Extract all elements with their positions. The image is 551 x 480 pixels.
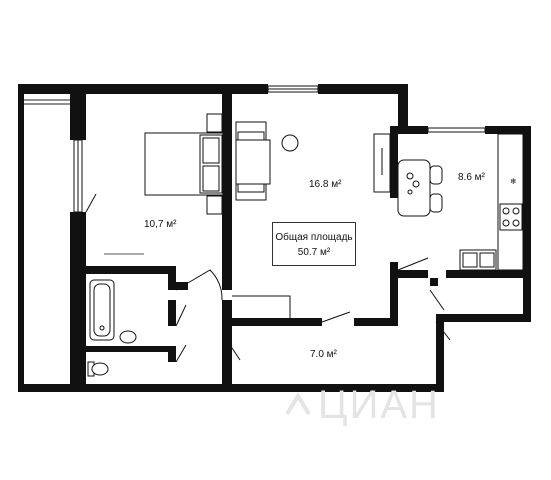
living-area-label: 16.8 м²: [309, 179, 342, 190]
bed: [144, 113, 224, 215]
total-area-value: 50.7 м²: [297, 247, 331, 258]
svg-text:❄: ❄: [510, 177, 517, 186]
bathtub: [89, 279, 137, 344]
total-area-title: Общая площадь: [275, 232, 353, 243]
balcony-railing: [24, 99, 70, 105]
dining-table: [397, 159, 443, 217]
doors: [85, 193, 451, 363]
tv-stand: [373, 133, 391, 193]
walls: [18, 84, 531, 392]
armchair: [235, 121, 299, 201]
total-area-box: Общая площадь 50.7 м²: [272, 222, 356, 266]
toilet: [87, 361, 109, 377]
watermark-logo-icon: [285, 392, 311, 416]
kitchen-counter: ❄: [459, 133, 524, 271]
windows: [73, 85, 486, 213]
bedroom-area-label: 10,7 м²: [144, 219, 177, 230]
watermark: ЦИАН: [318, 383, 440, 427]
cabinet: [232, 295, 291, 318]
kitchen-area-label: 8.6 м²: [458, 172, 485, 183]
hall-area-label: 7.0 м²: [310, 349, 337, 360]
